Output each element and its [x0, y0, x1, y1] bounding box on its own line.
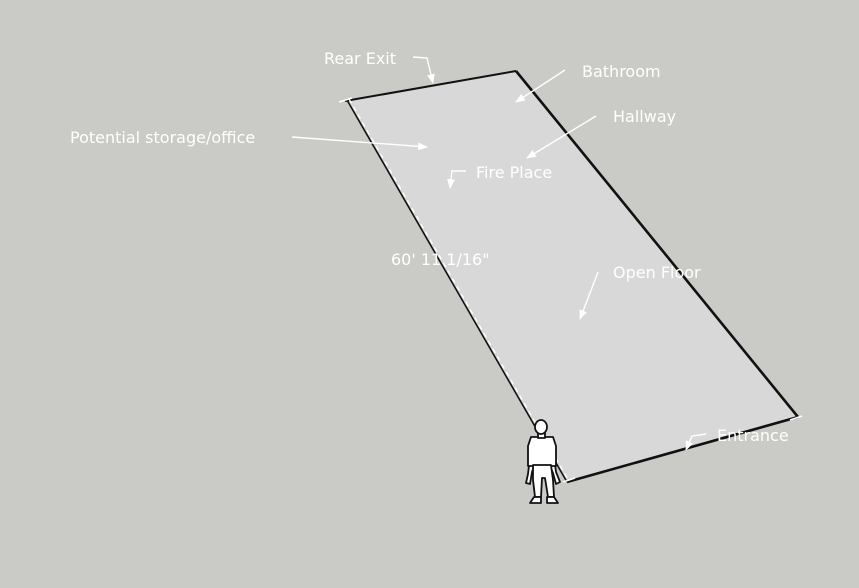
label-bathroom: Bathroom: [582, 62, 661, 81]
fire-place-leader: [447, 170, 466, 189]
label-dimension: 60' 11 1/16": [391, 250, 490, 269]
person-silhouette-icon: [525, 419, 561, 504]
floor-slab: [347, 71, 798, 482]
floor-edge-rear: [344, 70, 517, 102]
floor-edge-right: [514, 70, 800, 418]
bathroom-leader: [515, 69, 566, 103]
open-floor-leader: [579, 271, 599, 320]
label-hallway: Hallway: [613, 107, 676, 126]
hallway-leader: [526, 115, 597, 159]
label-fire-place: Fire Place: [476, 163, 552, 182]
entrance-leader: [685, 433, 707, 451]
dimension-line: [348, 98, 570, 482]
label-rear-exit: Rear Exit: [324, 49, 396, 68]
label-entrance: Entrance: [717, 426, 789, 445]
rear-exit-leader: [412, 56, 435, 84]
storage-leader: [291, 136, 428, 151]
dimension-tick-top: [338, 97, 353, 103]
label-open-floor: Open Floor: [613, 263, 701, 282]
floor-edge-left: [346, 99, 568, 483]
floor-edge-front: [566, 415, 799, 484]
dimension-tick-bottom: [562, 477, 576, 483]
label-storage: Potential storage/office: [70, 128, 255, 147]
entrance-tick: [789, 415, 803, 421]
